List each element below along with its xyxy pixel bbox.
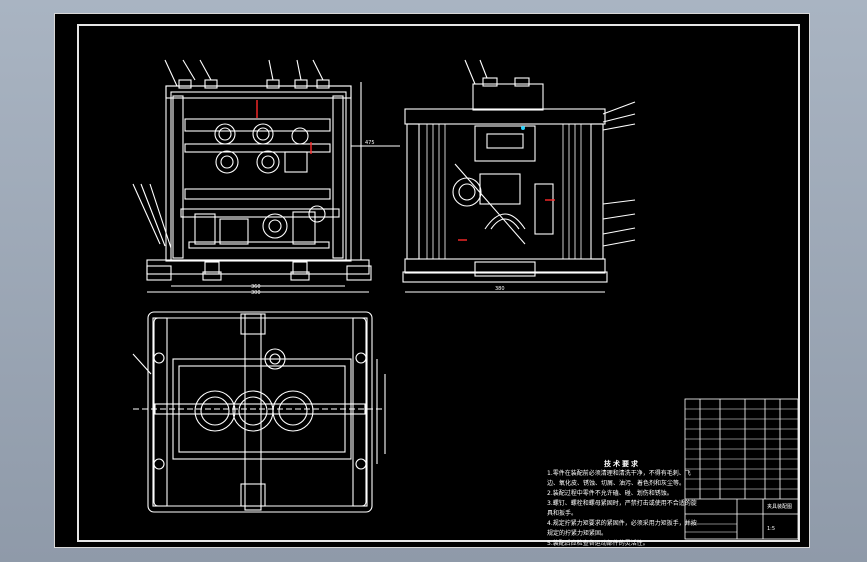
- notes-line: 4.规定拧紧力矩要求的紧固件，必须采用力矩扳手，并按规定的拧紧力矩紧固。: [547, 520, 697, 537]
- drawing-border-frame: [77, 24, 800, 542]
- notes-line: 3.螺钉、螺栓和螺母紧固时，严禁打击或使用不合适的旋具和扳手。: [547, 500, 697, 517]
- cad-drawing-canvas: [132, 59, 799, 540]
- title-block-scale: 1:5: [767, 526, 776, 532]
- notes-title: 技术要求: [604, 460, 640, 468]
- front-view: [132, 59, 400, 293]
- cursor-marker: [521, 126, 525, 130]
- title-block-name: 夹具装配图: [767, 504, 793, 510]
- technical-notes: 技术要求 1.零件在装配前必须清理和清洗干净，不得有毛刺、飞边、氧化皮、锈蚀、切…: [547, 459, 697, 549]
- accent-marks: [256, 100, 555, 241]
- drawing-sheet: 360 300 380 475 技术要求 1.零件在装配前必须清理和清洗干净，不…: [54, 13, 810, 548]
- notes-line: 5.装配后应检查各运动部件的灵活性。: [547, 540, 649, 547]
- dim-front-inner: 300: [251, 290, 261, 296]
- dim-front-width: 360: [251, 284, 261, 290]
- dim-height: 475: [365, 140, 375, 146]
- notes-line: 2.装配过程中零件不允许磕、碰、划伤和锈蚀。: [547, 490, 673, 497]
- top-view: [132, 311, 386, 513]
- side-view: [402, 59, 636, 293]
- dim-side-width: 380: [495, 286, 505, 292]
- title-block: [684, 398, 799, 540]
- notes-line: 1.零件在装配前必须清理和清洗干净，不得有毛刺、飞边、氧化皮、锈蚀、切屑、油污、…: [547, 470, 691, 487]
